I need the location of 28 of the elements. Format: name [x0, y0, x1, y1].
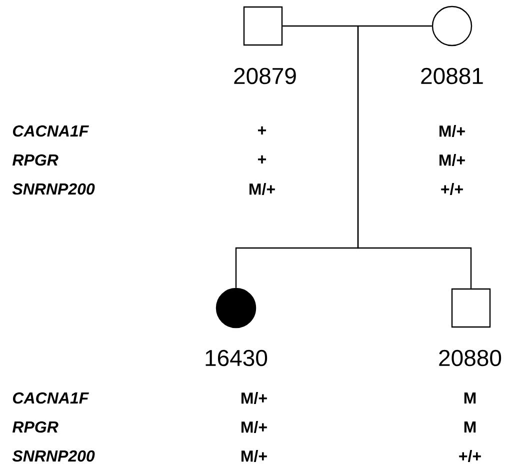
individual-id: 20880 — [439, 350, 502, 366]
genotype: M — [464, 422, 476, 432]
genotype: M/+ — [440, 154, 465, 166]
descent-line — [357, 26, 472, 288]
genotype: + — [258, 155, 266, 164]
gene-name: SNRNP200 — [12, 183, 95, 195]
genotype: M/+ — [242, 392, 267, 404]
genotype: M/+ — [250, 183, 275, 195]
male-symbol — [243, 6, 283, 46]
female-symbol — [432, 6, 472, 46]
genotype: + — [258, 126, 266, 134]
genotype: +/+ — [441, 183, 463, 195]
gene-name: RPGR — [12, 154, 58, 166]
male-symbol — [451, 288, 491, 328]
gene-name: SNRNP200 — [12, 450, 95, 462]
gene-name: RPGR — [12, 421, 58, 433]
individual-id: 20879 — [234, 68, 296, 84]
genotype: M/+ — [440, 125, 465, 137]
mating-line — [282, 25, 432, 27]
genotype: M — [464, 392, 476, 404]
individual-id: 20881 — [421, 68, 483, 84]
gene-name: CACNA1F — [12, 125, 89, 137]
genotype: +/+ — [459, 450, 481, 462]
affected-female-symbol — [216, 288, 256, 328]
genotype: M/+ — [242, 421, 267, 433]
genotype: M/+ — [242, 450, 267, 462]
gene-name: CACNA1F — [12, 392, 89, 404]
individual-id: 16430 — [206, 350, 268, 366]
